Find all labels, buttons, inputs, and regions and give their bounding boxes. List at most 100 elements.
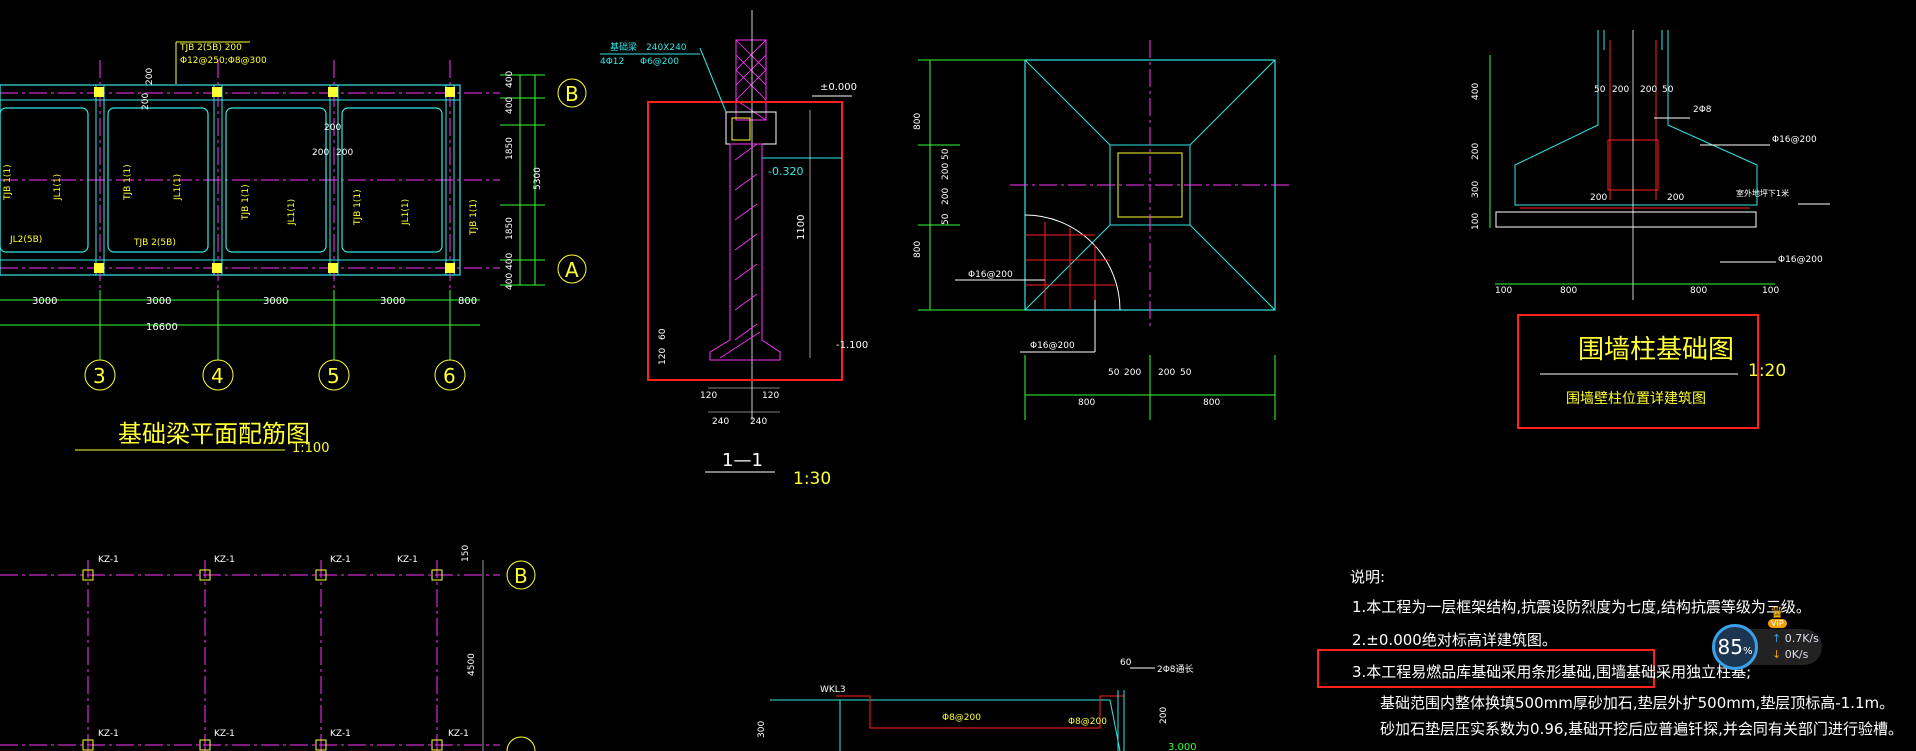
svg-text:1:30: 1:30 <box>793 469 831 489</box>
svg-text:Φ16@200: Φ16@200 <box>1030 341 1075 351</box>
svg-text:KZ-1: KZ-1 <box>397 555 418 565</box>
svg-text:B: B <box>514 564 528 588</box>
svg-text:1.本工程为一层框架结构,抗震设防烈度为七度,结构抗震等级为: 1.本工程为一层框架结构,抗震设防烈度为七度,结构抗震等级为三级。 <box>1352 598 1811 616</box>
svg-text:200: 200 <box>1471 143 1481 160</box>
svg-text:JL2(5B): JL2(5B) <box>9 235 42 245</box>
svg-text:A: A <box>565 258 579 282</box>
svg-text:B: B <box>565 82 579 106</box>
svg-text:200: 200 <box>1612 85 1629 95</box>
svg-text:-1.100: -1.100 <box>836 340 868 351</box>
svg-text:200: 200 <box>324 123 341 133</box>
svg-text:200: 200 <box>1640 85 1657 95</box>
notes: 说明: 1.本工程为一层框架结构,抗震设防烈度为七度,结构抗震等级为三级。 2.… <box>1317 568 1903 738</box>
svg-text:240: 240 <box>750 417 767 427</box>
svg-text:16600: 16600 <box>146 322 178 333</box>
svg-text:TJB 1(1): TJB 1(1) <box>123 164 133 201</box>
svg-text:KZ-1: KZ-1 <box>448 729 469 739</box>
svg-text:300: 300 <box>757 721 767 738</box>
svg-text:200: 200 <box>1124 368 1141 378</box>
svg-text:120: 120 <box>762 391 779 401</box>
svg-text:JL1(1): JL1(1) <box>53 174 63 201</box>
svg-text:5: 5 <box>327 364 340 388</box>
svg-text:800: 800 <box>913 241 923 258</box>
svg-text:60: 60 <box>658 328 668 340</box>
section-1-1: 基础梁 240X240 4Φ12 Φ6@200 ±0.000 -0.320 -1… <box>600 10 868 489</box>
svg-text:砂加石垫层压实系数为0.96,基础开挖后应普遍钎探,并会同有: 砂加石垫层压实系数为0.96,基础开挖后应普遍钎探,并会同有关部门进行验槽。 <box>1380 720 1903 738</box>
svg-text:基础梁平面配筋图: 基础梁平面配筋图 <box>118 420 310 448</box>
svg-text:800: 800 <box>1203 398 1220 408</box>
svg-text:3000: 3000 <box>32 296 57 307</box>
svg-text:200: 200 <box>145 68 155 85</box>
svg-text:1100: 1100 <box>796 215 807 240</box>
svg-text:50: 50 <box>1180 368 1192 378</box>
svg-text:Φ6@200: Φ6@200 <box>640 57 679 67</box>
svg-text:120: 120 <box>658 348 668 365</box>
vip-badge: VIP <box>1768 619 1787 628</box>
svg-text:4500: 4500 <box>467 653 477 676</box>
svg-text:800: 800 <box>913 113 923 130</box>
svg-text:800: 800 <box>1690 286 1707 296</box>
svg-text:Φ16@200: Φ16@200 <box>1778 255 1823 265</box>
svg-text:KZ-1: KZ-1 <box>214 729 235 739</box>
svg-text:TJB 1(1): TJB 1(1) <box>469 199 479 236</box>
svg-text:240: 240 <box>712 417 729 427</box>
svg-text:50: 50 <box>1108 368 1120 378</box>
svg-text:200: 200 <box>336 148 353 158</box>
svg-text:KZ-1: KZ-1 <box>330 729 351 739</box>
svg-text:200: 200 <box>941 188 951 205</box>
svg-text:300: 300 <box>1471 181 1481 198</box>
svg-text:200: 200 <box>941 163 951 180</box>
beam-detail: WKL3 Φ8@200 Φ8@200 2Φ8通长 60 300 200 3.00… <box>757 658 1197 751</box>
svg-text:400: 400 <box>505 97 515 114</box>
svg-text:2.±0.000绝对标高详建筑图。: 2.±0.000绝对标高详建筑图。 <box>1352 631 1557 649</box>
svg-text:围墙柱基础图: 围墙柱基础图 <box>1578 335 1734 365</box>
svg-text:1—1: 1—1 <box>722 450 763 471</box>
svg-text:200: 200 <box>1158 368 1175 378</box>
svg-text:400: 400 <box>1471 83 1481 100</box>
svg-text:60: 60 <box>1120 658 1132 668</box>
svg-text:400: 400 <box>505 71 515 88</box>
download-arrow-icon: ↓ <box>1772 648 1782 661</box>
svg-text:100: 100 <box>1471 213 1481 230</box>
svg-text:2Φ8: 2Φ8 <box>1693 105 1712 115</box>
svg-text:400: 400 <box>505 273 515 290</box>
svg-text:800: 800 <box>1560 286 1577 296</box>
svg-text:±0.000: ±0.000 <box>820 82 857 93</box>
svg-text:120: 120 <box>700 391 717 401</box>
svg-text:4: 4 <box>211 364 224 388</box>
svg-text:说明:: 说明: <box>1350 568 1385 586</box>
svg-text:TJB 2(5B): TJB 2(5B) <box>133 238 176 248</box>
svg-text:100: 100 <box>1762 286 1779 296</box>
svg-text:3000: 3000 <box>380 296 405 307</box>
crown-icon: ♛ <box>1770 603 1785 622</box>
svg-text:Φ16@200: Φ16@200 <box>968 270 1013 280</box>
memory-gauge[interactable]: 85% <box>1712 624 1758 670</box>
svg-text:Φ8@200: Φ8@200 <box>942 713 981 723</box>
svg-text:围墙壁柱位置详建筑图: 围墙壁柱位置详建筑图 <box>1566 391 1706 407</box>
upload-speed-value: 0.7K/s <box>1784 632 1819 645</box>
svg-text:200: 200 <box>1667 193 1684 203</box>
gauge-percent: 85 <box>1717 635 1743 659</box>
pier-foundation: 50 200 200 50 200 200 2Φ8 Φ16@200 Φ16@20… <box>1471 30 1830 429</box>
svg-text:3000: 3000 <box>146 296 171 307</box>
upload-arrow-icon: ↑ <box>1772 632 1782 645</box>
svg-text:JL1(1): JL1(1) <box>401 199 411 226</box>
svg-text:KZ-1: KZ-1 <box>98 729 119 739</box>
svg-text:200: 200 <box>1590 193 1607 203</box>
svg-text:-0.320: -0.320 <box>768 165 803 178</box>
svg-text:5300: 5300 <box>533 167 543 190</box>
svg-text:JL1(1): JL1(1) <box>287 199 297 226</box>
svg-text:室外地坪下1米: 室外地坪下1米 <box>1736 188 1789 198</box>
svg-text:3: 3 <box>93 364 106 388</box>
svg-text:2Φ8通长: 2Φ8通长 <box>1157 663 1194 675</box>
svg-text:基础梁: 基础梁 <box>610 41 637 53</box>
svg-text:50: 50 <box>1662 85 1674 95</box>
svg-text:Φ8@200: Φ8@200 <box>1068 717 1107 727</box>
svg-text:KZ-1: KZ-1 <box>214 555 235 565</box>
gauge-percent-sign: % <box>1742 646 1753 657</box>
svg-text:50: 50 <box>941 213 951 225</box>
network-speed-widget[interactable]: 85% ♛ VIP ↑ 0.7K/s ↓ 0K/s <box>1712 603 1832 675</box>
svg-text:50: 50 <box>1594 85 1606 95</box>
svg-text:4Φ12: 4Φ12 <box>600 57 624 67</box>
